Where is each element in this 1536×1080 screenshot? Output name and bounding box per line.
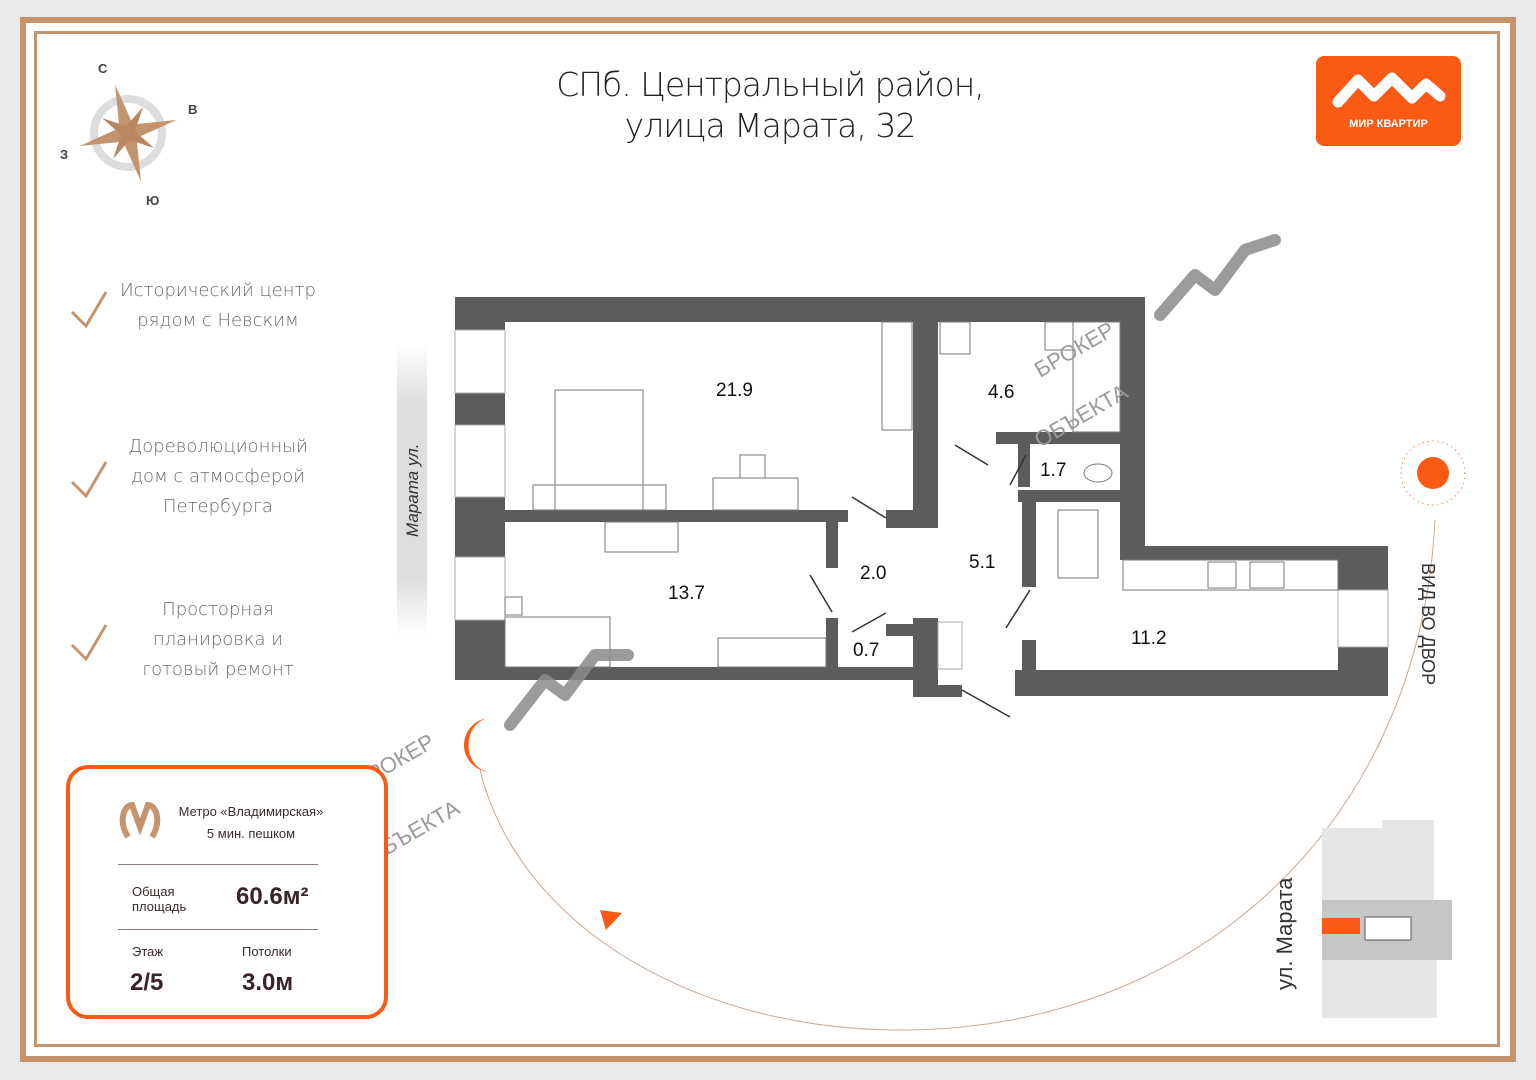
ceiling-value: 3.0м [242,969,294,996]
room-area: 11.2 [1131,628,1167,649]
room-area: 0.7 [853,640,879,661]
compass-south: Ю [146,193,159,208]
logo-mark-icon [1332,72,1446,108]
brand-logo: МИР КВАРТИР [1316,56,1461,146]
check-icon [70,291,108,662]
compass-west: З [60,147,68,162]
floor-value: 2/5 [130,969,164,996]
room-area: 2.0 [860,563,886,584]
street-left-label: Марата ул. [403,444,422,537]
floor-label: Этаж [132,944,164,959]
svg-text:БРОКЕР: БРОКЕР [1030,317,1119,383]
compass-north: С [98,61,108,76]
view-label: ВИД ВО ДВОР [1418,563,1438,685]
logo-text: МИР КВАРТИР [1349,118,1428,130]
frame-border [34,31,1500,1047]
location-map [1322,820,1452,1018]
doors [809,444,1031,718]
furniture [504,321,1339,668]
sun-icon [1400,440,1466,506]
title-line: улица Марата, 32 [624,106,917,145]
metro-walk-time: 5 мин. пешком [206,826,296,841]
street-strip [397,345,427,635]
street-map-label: ул. Марата [1272,877,1297,990]
windows [454,329,1389,670]
compass-icon [79,84,177,182]
area-value: 60.6м² [236,883,309,910]
divider [118,929,318,930]
compass-east: В [188,102,197,117]
watermark-logo-icon [504,234,1281,731]
ceiling-label: Потолки [242,944,292,959]
room-area: 5.1 [969,552,995,573]
sun-path [479,519,1436,1031]
page-title: СПб. Центральный район, улица Марата, 32 [520,64,1020,146]
walls [455,297,1388,697]
metro-icon [119,801,161,839]
room-area: 21.9 [716,380,753,401]
room-area: 1.7 [1040,460,1066,481]
divider [118,864,318,865]
room-area: 13.7 [668,583,705,604]
room-area: 4.6 [988,382,1014,403]
metro-station: Метро «Владимирская» [178,804,324,819]
title-line: СПб. Центральный район, [556,65,985,104]
arrow-icon [600,910,622,930]
moon-icon [463,718,492,773]
